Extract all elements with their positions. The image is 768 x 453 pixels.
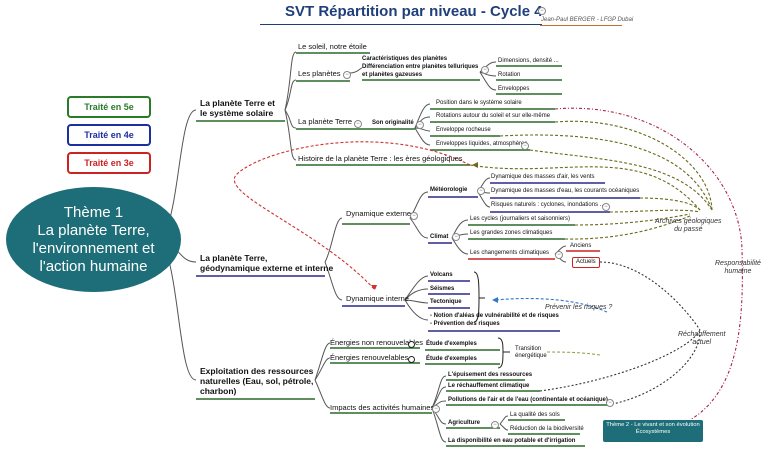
node-masses-air[interactable]: Dynamique des masses d'air, les vents <box>491 174 595 180</box>
node-epuisement[interactable]: L'épuisement des ressources <box>448 372 533 378</box>
node-caracteristiques[interactable]: et planètes gazeuses <box>362 72 423 78</box>
node-position[interactable]: Position dans le système solaire <box>436 100 522 106</box>
collapse-toggle-icon[interactable]: − <box>354 120 362 128</box>
node-volcans[interactable]: Volcans <box>430 272 453 278</box>
node-caracteristiques[interactable]: Différenciation entre planètes telluriqu… <box>362 64 479 70</box>
node-prevention[interactable]: - Prévention des risques <box>430 321 500 327</box>
page-title: SVT Répartition par niveau - Cycle 4 <box>285 3 543 20</box>
node-originalite[interactable]: Son originalité <box>372 120 414 126</box>
node-energies-renouvelables[interactable]: Énergies renouvelables <box>330 353 409 362</box>
collapse-toggle-icon[interactable]: − <box>521 142 529 150</box>
node-rotation[interactable]: Rotation <box>498 72 521 78</box>
node-dynamique-interne[interactable]: Dynamique interne <box>346 294 409 303</box>
node-dynamique-externe[interactable]: Dynamique externe <box>346 209 412 218</box>
bullet-icon <box>408 341 415 348</box>
branch-3-label[interactable]: charbon) <box>200 386 237 396</box>
node-rechauffement[interactable]: Le réchauffement climatique <box>448 383 530 389</box>
node-tectonique[interactable]: Tectonique <box>430 299 462 305</box>
node-enveloppe-rocheuse[interactable]: Enveloppe rocheuse <box>436 127 491 133</box>
note-prevenir: Prévenir les risques ? <box>545 304 613 311</box>
node-impacts[interactable]: Impacts des activités humaines <box>330 403 435 412</box>
theme-label: Thème 1 <box>63 203 124 221</box>
node-planetes[interactable]: Les planètes <box>298 69 341 78</box>
node-transition[interactable]: Transition <box>515 346 542 352</box>
collapse-toggle-icon[interactable]: − <box>416 121 424 129</box>
node-enveloppes-liquides[interactable]: Enveloppes liquides, atmosphères <box>436 141 528 147</box>
branch-3-label[interactable]: Exploitation des ressources <box>200 366 314 376</box>
node-masses-eau[interactable]: Dynamique des masses d'eau, les courants… <box>491 188 640 194</box>
branch-1-label[interactable]: le système solaire <box>200 108 274 118</box>
central-theme[interactable]: Thème 1 La planète Terre, l'environnemen… <box>6 187 181 292</box>
node-biodiversite[interactable]: Réduction de la biodiversité <box>510 426 584 432</box>
node-eau-potable[interactable]: La disponibilité en eau potable et d'irr… <box>448 438 576 444</box>
collapse-toggle-icon[interactable]: − <box>481 66 489 74</box>
theme-label: l'action humaine <box>39 257 148 275</box>
node-agriculture[interactable]: Agriculture <box>448 420 481 426</box>
node-pollutions[interactable]: Pollutions de l'air et de l'eau (contine… <box>448 397 608 403</box>
node-soleil[interactable]: Le soleil, notre étoile <box>298 42 367 51</box>
node-dimensions[interactable]: Dimensions, densité ... <box>498 58 559 64</box>
node-grandes-zones[interactable]: Les grandes zones climatiques <box>470 230 553 236</box>
collapse-toggle-icon[interactable]: − <box>602 203 610 211</box>
title-underline <box>260 24 542 25</box>
node-energies-non-renouvelables[interactable]: Énergies non renouvelables <box>330 338 423 347</box>
node-changements[interactable]: Les changements climatiques <box>470 250 550 256</box>
author-credit: Jean-Paul BERGER - LFGP Dubai <box>541 17 634 23</box>
node-climat[interactable]: Climat <box>430 234 449 240</box>
legend-5e: Traité en 5e <box>67 96 151 118</box>
node-planete-terre[interactable]: La planète Terre <box>298 117 353 126</box>
collapse-toggle-icon[interactable]: − <box>477 187 485 195</box>
node-etude-exemples[interactable]: Étude d'exemples <box>426 356 477 362</box>
collapse-toggle-icon[interactable]: − <box>491 421 499 429</box>
bullet-icon <box>408 356 415 363</box>
node-caracteristiques[interactable]: Caractéristiques des planètes <box>362 56 448 62</box>
legend-4e: Traité en 4e <box>67 124 151 146</box>
branch-2-label[interactable]: géodynamique externe et interne <box>200 263 334 273</box>
node-risques-naturels[interactable]: Risques naturels : cyclones, inondations… <box>491 202 605 208</box>
node-etude-exemples[interactable]: Étude d'exemples <box>426 341 477 347</box>
branch-3-label[interactable]: naturelles (Eau, sol, pétrole, <box>200 376 314 386</box>
node-anciens[interactable]: Anciens <box>570 243 592 249</box>
node-rotations[interactable]: Rotations autour du soleil et sur elle-m… <box>436 113 551 119</box>
node-meteorologie[interactable]: Météorologie <box>430 187 468 193</box>
node-alea[interactable]: - Notion d'aléas de vulnérabilité et de … <box>430 313 559 319</box>
node-transition[interactable]: énergétique <box>515 353 547 359</box>
collapse-toggle-icon[interactable]: − <box>343 71 351 79</box>
collapse-toggle-icon[interactable]: − <box>538 7 546 15</box>
node-histoire[interactable]: Histoire de la planète Terre : les ères … <box>298 154 463 163</box>
theme-label: La planète Terre, <box>37 221 150 239</box>
legend-3e: Traité en 3e <box>67 152 151 174</box>
collapse-toggle-icon[interactable]: − <box>432 405 440 413</box>
node-cycles[interactable]: Les cycles (journaliers et saisonniers) <box>470 216 571 222</box>
branch-2-label[interactable]: La planète Terre, <box>200 253 268 263</box>
node-seismes[interactable]: Séismes <box>430 286 455 292</box>
node-actuels[interactable]: Actuels <box>572 257 600 268</box>
node-enveloppes[interactable]: Enveloppes <box>498 86 530 92</box>
collapse-toggle-icon[interactable]: − <box>410 212 418 220</box>
collapse-toggle-icon[interactable]: − <box>555 251 563 259</box>
branch-1-label[interactable]: La planète Terre et <box>200 98 275 108</box>
collapse-toggle-icon[interactable]: − <box>606 399 614 407</box>
node-qualite-sols[interactable]: La qualité des sols <box>510 412 560 418</box>
theme-label: l'environnement et <box>32 239 155 257</box>
collapse-toggle-icon[interactable]: − <box>452 233 460 241</box>
author-underline <box>540 25 622 26</box>
